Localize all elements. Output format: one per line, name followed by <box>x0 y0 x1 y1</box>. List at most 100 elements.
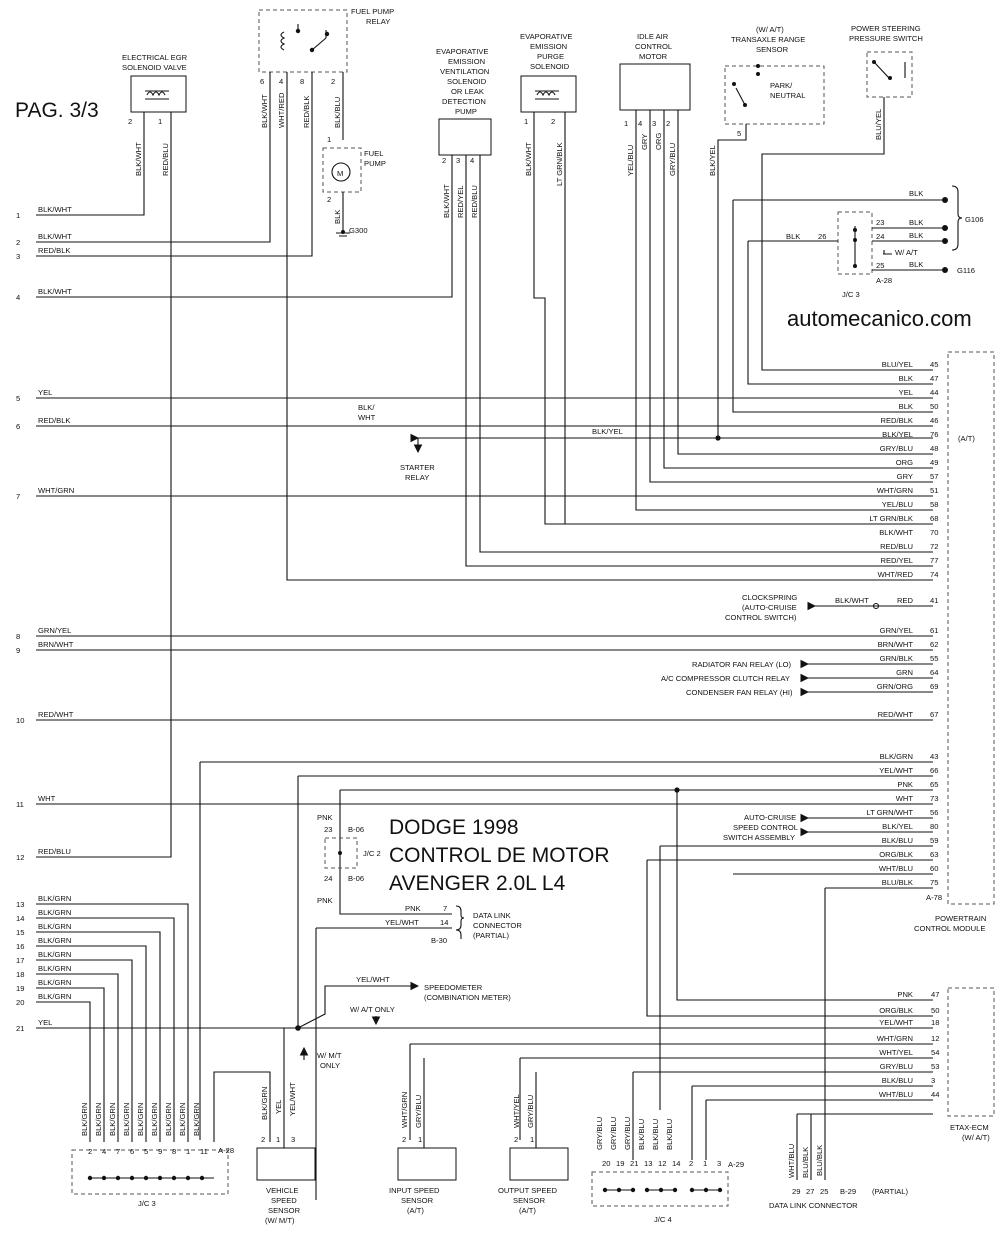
jc4-wire-label: BLK/BLU <box>637 1119 646 1150</box>
trs-body <box>724 65 825 125</box>
jc3t-pin-24: 24 <box>876 232 884 241</box>
vss-wire-b: YEL <box>274 1100 283 1114</box>
jc3b-wire-label: BLK/GRN <box>192 1103 201 1136</box>
jc4-wire-label: GRY/BLU <box>595 1117 604 1150</box>
title-line-3: AVENGER 2.0L L4 <box>389 872 566 895</box>
jc3b-pin-number: 2 <box>88 1147 92 1156</box>
pcm-wire-label: BLK <box>899 374 913 383</box>
dlcb-name: DATA LINK CONNECTOR <box>769 1201 858 1210</box>
relay-body <box>258 9 348 73</box>
motor-icon <box>331 162 351 182</box>
left-ref-number: 9 <box>16 646 20 655</box>
title-line-2: CONTROL DE MOTOR <box>389 844 610 867</box>
vehicle-speed-sensor: 2 1 3 BLK/GRN YEL YEL/WHT VEHICLE SPEED … <box>256 1028 316 1225</box>
jc2-pin-23: 23 <box>324 825 332 834</box>
iac-wire-a: YEL/BLU <box>626 145 635 176</box>
motor-symbol: M <box>337 169 343 178</box>
jc3b-wire-label: BLK/GRN <box>150 1103 159 1136</box>
idle-air-control-motor: IDLE AIR CONTROL MOTOR 1 4 3 2 YEL/BLU G… <box>619 32 933 511</box>
oss-wire-a: WHT/YEL <box>512 1094 521 1128</box>
pcm-pin-number: 62 <box>930 640 938 649</box>
pcm-pin-number: 67 <box>930 710 938 719</box>
pcm-pin-number: 77 <box>930 556 938 565</box>
jc4-pin-number: 19 <box>616 1159 624 1168</box>
relay-pin-2: 2 <box>331 77 335 86</box>
pcm-note: (A/T) <box>958 434 975 443</box>
dlc-wire-a: PNK <box>405 904 421 913</box>
ps-body <box>866 51 913 98</box>
purge-name-2: EMISSION <box>530 42 567 51</box>
transaxle-range-sensor: (W/ A/T) TRANSAXLE RANGE SENSOR PARK/ NE… <box>708 25 933 439</box>
iss-pin-1: 1 <box>418 1135 422 1144</box>
egr-name-1: ELECTRICAL EGR <box>122 53 188 62</box>
ps-wire: BLU/YEL <box>874 109 883 140</box>
left-wire-label: RED/BLK <box>38 246 71 255</box>
pcm-wire-label: ORG/BLK <box>879 850 913 859</box>
jc4-pin-number: 21 <box>630 1159 638 1168</box>
jc3t-pin-25: 25 <box>876 261 884 270</box>
leak-pin-4: 4 <box>470 156 474 165</box>
vss-pin-3: 3 <box>291 1135 295 1144</box>
etax-wire-label: ORG/BLK <box>879 1006 913 1015</box>
pcm-pin-number: 46 <box>930 416 938 425</box>
pcm-wire-label: BLK/WHT <box>879 528 913 537</box>
jc3b-pin-number: 1 <box>186 1147 190 1156</box>
iac-pin-3: 3 <box>652 119 656 128</box>
left-wire-label: BLK/GRN <box>38 908 71 917</box>
leak-name-2: EMISSION <box>448 57 485 66</box>
pcm-wire-label: RED/BLK <box>881 416 914 425</box>
left-ref-number: 18 <box>16 970 24 979</box>
vss-name-1: VEHICLE <box>266 1186 299 1195</box>
dlcb-ref: B-29 <box>840 1187 856 1196</box>
leak-wire-b: RED/YEL <box>456 186 465 219</box>
left-ref-number: 10 <box>16 716 24 725</box>
trs-wire: BLK/YEL <box>708 145 717 176</box>
trs-switch-icon <box>735 87 746 106</box>
starter-wire-c: BLK/YEL <box>592 427 623 436</box>
relay-name-1: FUEL PUMP <box>351 7 394 16</box>
pcm-wire-label: WHT/BLU <box>879 864 913 873</box>
pcm-pin-number: 65 <box>930 780 938 789</box>
pcm-wire-label: BRN/WHT <box>878 640 914 649</box>
page-label: PAG. 3/3 <box>15 99 99 122</box>
egr-coil-icon <box>145 90 169 100</box>
starter-name-1: STARTER <box>400 463 435 472</box>
jc3t-wire-c: BLK <box>909 231 923 240</box>
powertrain-control-module: (A/T) A-78 POWERTRAIN CONTROL MODULE BLU… <box>866 351 995 933</box>
egr-pin-1: 1 <box>158 117 162 126</box>
pcm-wire-label: GRN/ORG <box>877 682 913 691</box>
jc3b-label: J/C 3 <box>138 1199 156 1208</box>
left-wire-label: BLK/GRN <box>38 964 71 973</box>
iac-wire-c: ORG <box>654 133 663 150</box>
left-wire-label: WHT/GRN <box>38 486 74 495</box>
oss-wire-b: GRY/BLU <box>526 1095 535 1128</box>
vss-pin-1: 1 <box>276 1135 280 1144</box>
etax-pin-number: 12 <box>931 1034 939 1043</box>
left-wire-label: BRN/WHT <box>38 640 74 649</box>
iss-wire-a: WHT/GRN <box>400 1092 409 1128</box>
iac-wire-b: GRY <box>640 134 649 150</box>
leak-wire-c: RED/BLU <box>470 185 479 218</box>
pcm-pin-number: 75 <box>930 878 938 887</box>
left-ref-number: 4 <box>16 293 20 302</box>
dlcb-wire-c: BLU/BLK <box>815 1145 824 1176</box>
pcm-pin-number: 58 <box>930 500 938 509</box>
etax-wire-label: WHT/GRN <box>877 1034 913 1043</box>
pcm-wire-label: RED/WHT <box>878 710 914 719</box>
cs-name-2: (AUTO-CRUISE <box>742 603 797 612</box>
ground-g116: G116 <box>957 266 975 275</box>
pump-name-1: FUEL <box>364 149 383 158</box>
diagram-title: DODGE 1998 CONTROL DE MOTOR AVENGER 2.0L… <box>389 816 610 895</box>
ps-name-1: POWER STEERING <box>851 24 921 33</box>
iac-pin-4: 4 <box>638 119 642 128</box>
iac-name-3: MOTOR <box>639 52 668 61</box>
junction-connector-2: PNK PNK 23 B-06 J/C 2 24 B-06 <box>317 790 452 915</box>
left-wire-label: BLK/GRN <box>38 922 71 931</box>
pcm-pin-number: 47 <box>930 374 938 383</box>
left-wire-label: BLK/WHT <box>38 287 72 296</box>
pcm-wire-label: GRY/BLU <box>880 444 913 453</box>
pcm-body <box>947 351 995 905</box>
starter-wire-b: WHT <box>358 413 376 422</box>
jc3t-wire-e: BLK <box>786 232 800 241</box>
